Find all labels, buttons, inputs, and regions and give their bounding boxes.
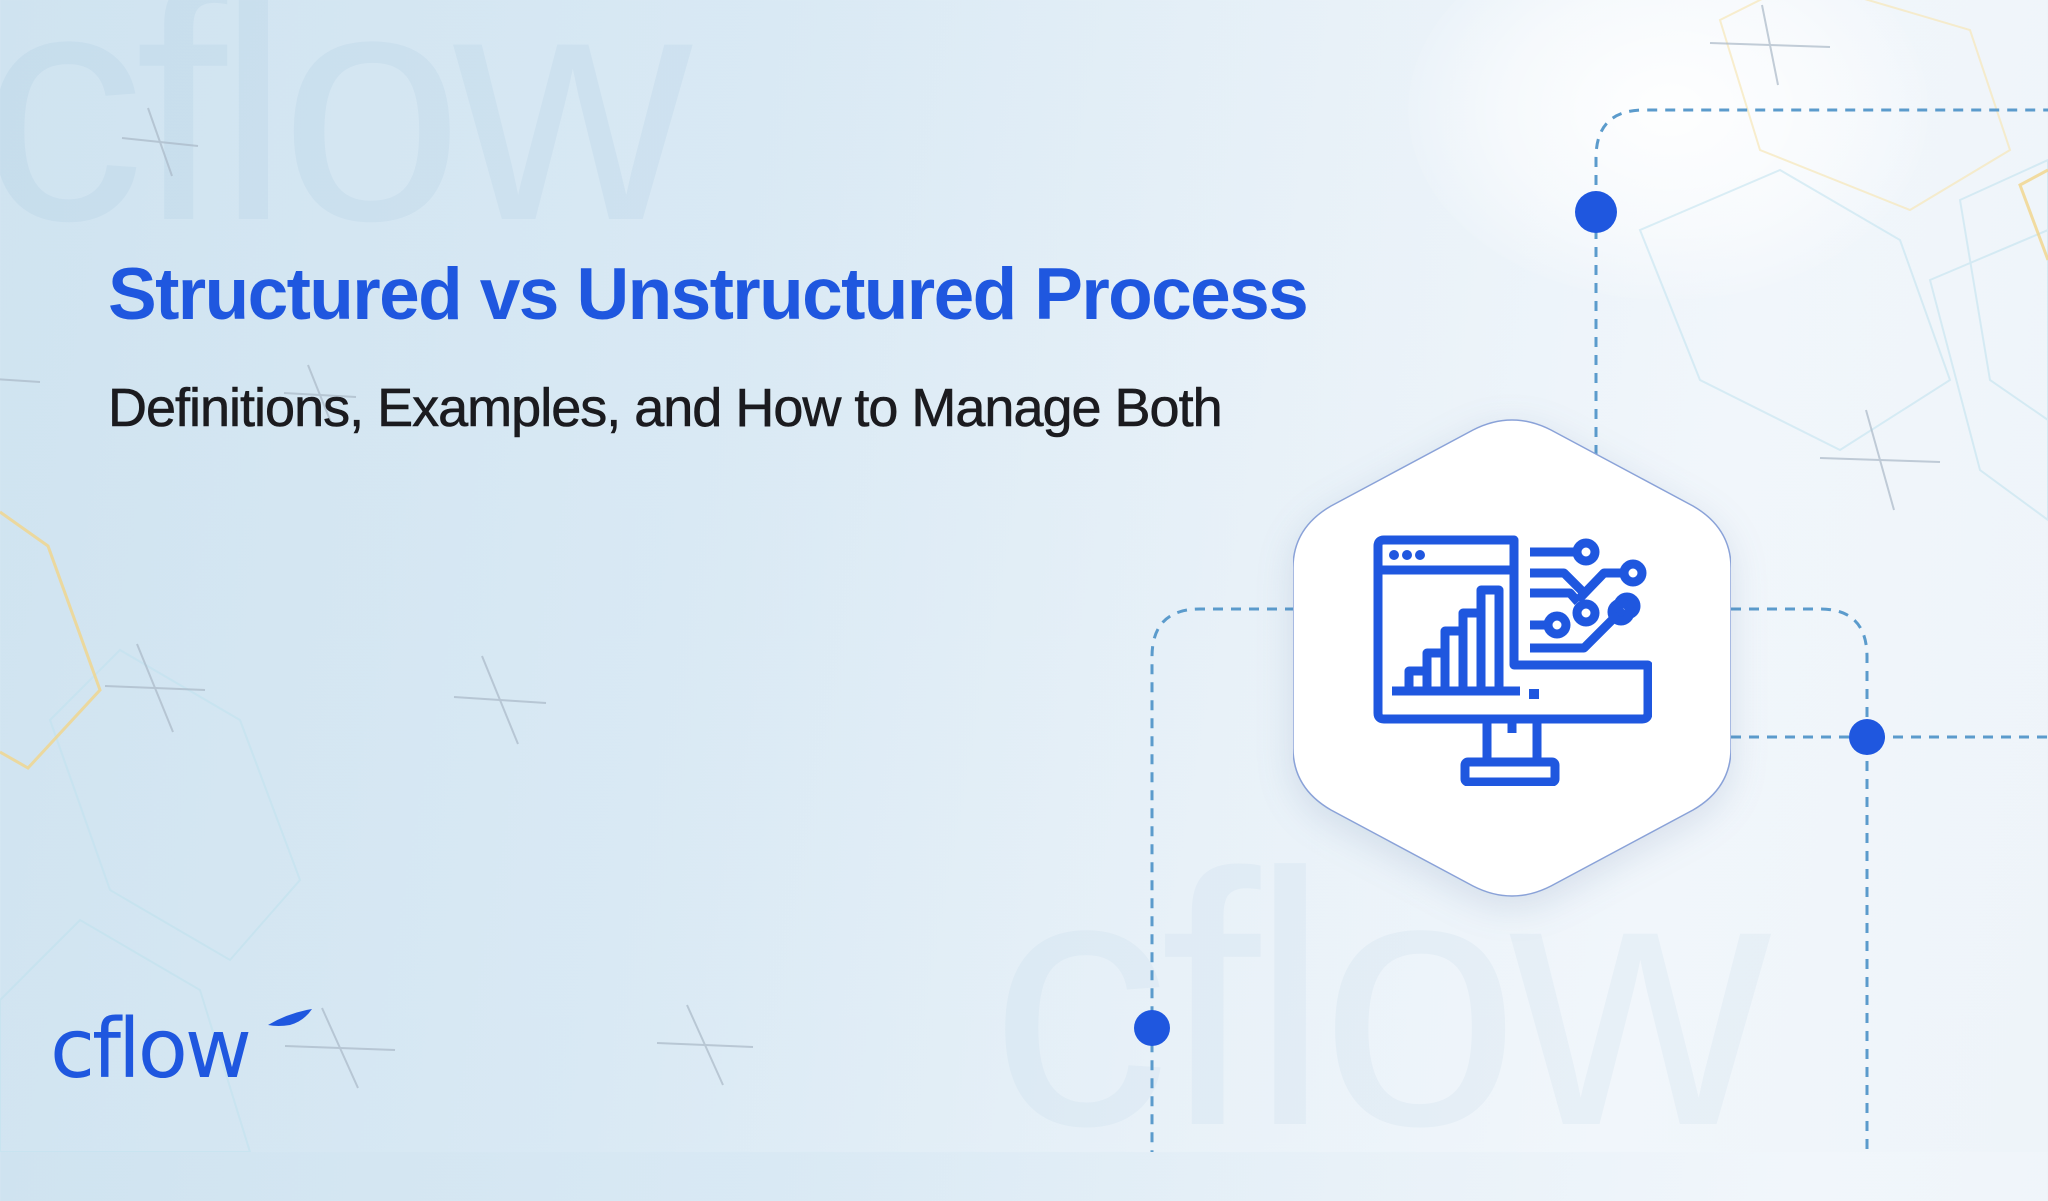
page-subtitle: Definitions, Examples, and How to Manage… (108, 377, 1223, 438)
monitor-analytics-circuit-icon (1373, 535, 1652, 786)
background-decoration (0, 0, 2048, 1152)
node-dot-left (1134, 1010, 1170, 1046)
connector-nodes (1134, 191, 1885, 1046)
logo-swoosh-icon (268, 1009, 312, 1026)
yellow-hexagon-accent (0, 168, 2048, 770)
background-glow (1408, 0, 1928, 300)
connector-top (1594, 108, 2048, 455)
watermark-logo-bottom: cflow (990, 799, 1770, 1201)
node-dot-top (1575, 191, 1617, 233)
watermark-logo-top: cflow (0, 0, 692, 289)
logo-text: cflow (50, 1005, 249, 1095)
sparkle-crosses (0, 4, 1941, 1089)
connector-left (1150, 607, 1295, 1152)
connector-right (1731, 607, 1869, 1152)
page-title: Structured vs Unstructured Process (108, 253, 1309, 335)
node-dot-right (1849, 719, 1885, 755)
cflow-logo[interactable]: cflow (50, 1005, 320, 1095)
hexagon-pattern (0, 158, 2048, 1152)
dashed-connectors (1150, 108, 2048, 1152)
